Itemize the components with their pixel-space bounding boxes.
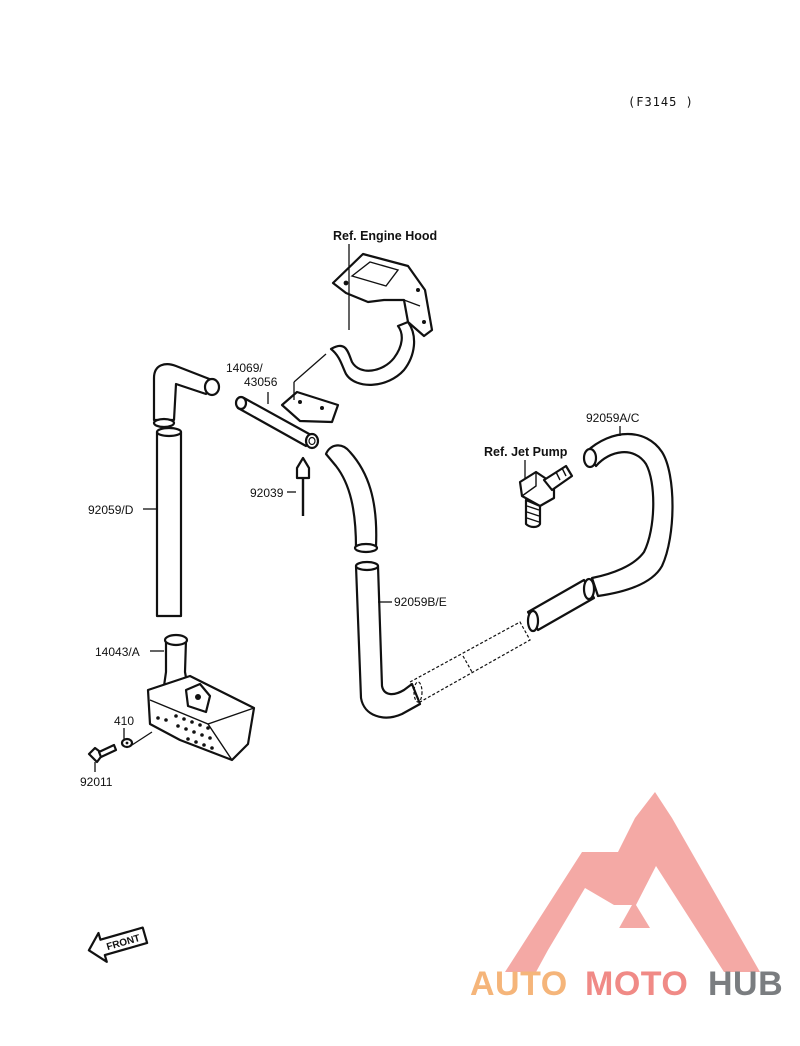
ref-jet-pump-label: Ref. Jet Pump [484,445,568,459]
hose-right [526,432,674,633]
label-43056: 43056 [244,375,278,389]
jet-pump-fitting [518,464,574,529]
ref-engine-hood-label: Ref. Engine Hood [333,229,437,243]
label-410: 410 [114,714,134,728]
label-92059ac: 92059A/C [586,411,640,425]
label-14043a: 14043/A [95,645,140,659]
label-14069: 14069/ [226,361,263,375]
hose-left [152,363,221,618]
watermark-text-moto: MOTO [585,965,688,1003]
filter-14043 [146,633,256,762]
rivet-92039 [295,456,311,516]
engine-hood-bracket [329,252,434,386]
watermark-text-auto: AUTO [470,965,568,1003]
watermark-text-hub: HUB [708,965,783,1003]
label-92059be: 92059B/E [394,595,447,609]
label-92059d: 92059/D [88,503,134,517]
label-92011: 92011 [80,775,113,789]
front-arrow: FRONT [87,926,149,963]
hose-middle [324,444,422,719]
washer-410 [120,737,134,749]
figure-code: (F3145 ) [628,95,694,109]
bolt-92011 [87,743,118,764]
leader-lines [94,244,621,772]
label-92039: 92039 [250,486,284,500]
hose-hidden-section [409,621,531,703]
pipe-14069 [234,390,340,450]
watermark-logo: AUTO MOTO HUB [470,792,783,1003]
